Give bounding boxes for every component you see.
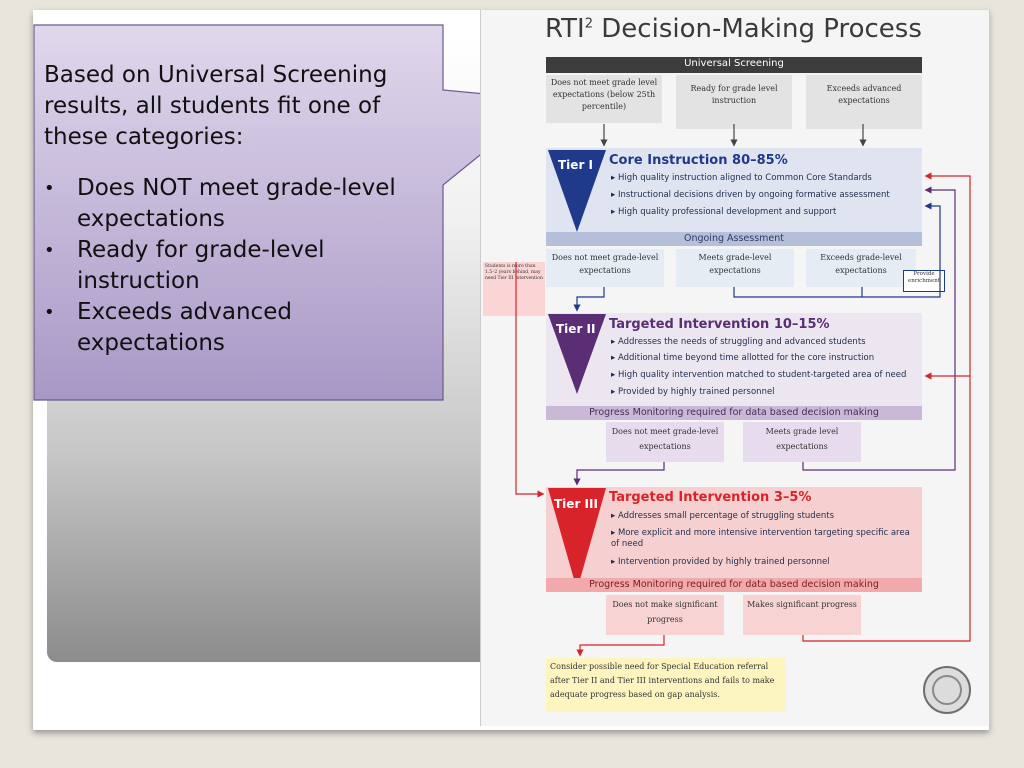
tier3-item: ▸ More explicit and more intensive inter… <box>611 528 910 549</box>
screening-header: Universal Screening <box>684 58 784 69</box>
side-note: Students is more than 1.5–2 years behind… <box>483 262 545 316</box>
screening-box-ready: Ready for grade level instruction <box>676 75 792 129</box>
screening-box-below: Does not meet grade level expectations (… <box>546 75 662 123</box>
bullet-item: •Does NOT meet grade-level expectations <box>44 175 396 232</box>
tier1-outcome-meets: Meets grade-level expectations <box>676 249 794 287</box>
tier2-bar <box>546 406 922 420</box>
bullet-item: •Exceeds advanced expectations <box>44 299 292 356</box>
tier3-item: ▸ Intervention provided by highly traine… <box>611 557 830 567</box>
document-title: RTI2 Decision-Making Process <box>545 14 922 44</box>
tier3-outcome-not-make: Does not make significant progress <box>606 595 724 635</box>
tier2-label: Tier II <box>556 322 596 336</box>
tier1-label: Tier I <box>558 158 593 172</box>
tier2-item: ▸ Addresses the needs of struggling and … <box>611 337 866 347</box>
tier2-item: ▸ Additional time beyond time allotted f… <box>611 353 875 363</box>
tier3-heading: Targeted Intervention 3–5% <box>609 490 812 505</box>
bullet-dot-icon: • <box>44 178 55 199</box>
tier1-outcome-not-meet: Does not meet grade-level expectations <box>546 249 664 287</box>
tier1-triangle <box>548 150 606 232</box>
tier1-bar-text: Ongoing Assessment <box>683 233 785 244</box>
state-seal-icon <box>923 666 971 714</box>
tier2-outcome-meets: Meets grade level expectations <box>743 422 861 462</box>
tier3-outcome-makes: Makes significant progress <box>743 595 861 635</box>
tier1-item: ▸ High quality professional development … <box>611 207 837 217</box>
callout-text: Based on Universal Screening results, al… <box>44 60 439 359</box>
tier1-bar <box>546 232 922 246</box>
bullet-dot-icon: • <box>44 302 55 323</box>
enrichment-box: Provide enrichment <box>903 270 945 292</box>
tier2-panel <box>546 313 922 406</box>
tier1-panel <box>546 148 922 232</box>
tier2-item: ▸ Provided by highly trained personnel <box>611 387 775 397</box>
screening-header-bar <box>546 57 922 73</box>
tier2-triangle <box>548 314 606 394</box>
tier1-item: ▸ High quality instruction aligned to Co… <box>611 173 872 183</box>
tier2-bar-text: Progress Monitoring required for data ba… <box>589 407 879 418</box>
tier2-heading: Targeted Intervention 10–15% <box>609 317 830 332</box>
tier1-item: ▸ Instructional decisions driven by ongo… <box>611 190 890 200</box>
tier3-bar <box>546 578 922 592</box>
tier1-outcome-exceeds: Exceeds grade-level expectations <box>806 249 916 287</box>
tier3-bar-text: Progress Monitoring required for data ba… <box>589 579 879 590</box>
tier2-item: ▸ High quality intervention matched to s… <box>611 370 907 380</box>
callout-intro: Based on Universal Screening results, al… <box>44 62 388 150</box>
bullet-dot-icon: • <box>44 240 55 261</box>
callout-bullet-list: •Does NOT meet grade-level expectations … <box>44 173 439 359</box>
tier3-panel <box>546 487 922 578</box>
tier2-outcome-not-meet: Does not meet grade-level expectations <box>606 422 724 462</box>
tier1-heading: Core Instruction 80–85% <box>609 153 788 168</box>
tier3-item: ▸ Addresses small percentage of struggli… <box>611 511 835 521</box>
tier3-label: Tier III <box>554 497 598 511</box>
screening-box-exceeds: Exceeds advanced expectations <box>806 75 922 129</box>
bullet-item: •Ready for grade-level instruction <box>44 237 325 294</box>
referral-note: Consider possible need for Special Educa… <box>546 658 786 712</box>
tier3-triangle <box>548 488 606 590</box>
